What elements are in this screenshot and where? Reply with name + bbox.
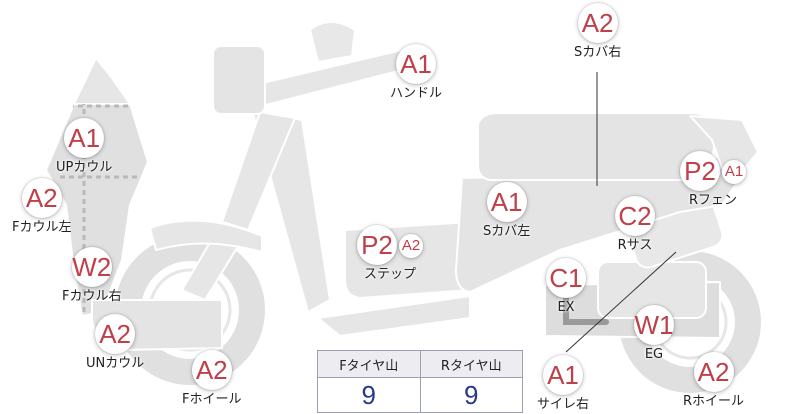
part-name: EG xyxy=(644,347,664,362)
grade-badge: A1 xyxy=(64,118,105,158)
label-up-cowl: A1 UPカウル xyxy=(56,118,112,174)
part-name: Rフェン xyxy=(688,193,738,208)
label-f-cowl-r: W2 Fカウル右 xyxy=(62,247,121,303)
label-r-sus: C2 Rサス xyxy=(615,196,655,252)
label-handle: A1 ハンドル xyxy=(390,44,442,100)
part-name: ステップ xyxy=(363,267,416,282)
grade-badge: C2 xyxy=(615,196,655,236)
grade-badge: W1 xyxy=(634,305,674,345)
front-tyre-value: 9 xyxy=(317,377,421,413)
grade-badge: C1 xyxy=(546,258,586,298)
part-name: UPカウル xyxy=(56,160,113,175)
part-name: Fホイール xyxy=(182,392,242,407)
headlight-box xyxy=(212,45,266,115)
part-name: Fカウル右 xyxy=(62,289,122,304)
front-cowl-top xyxy=(73,57,131,105)
grade-badge-secondary: A2 xyxy=(399,233,423,258)
grade-badge: A2 xyxy=(577,3,618,43)
label-f-wheel: A2 Fホイール xyxy=(182,350,241,406)
label-s-cover-l: A1 Sカバ左 xyxy=(483,182,530,238)
label-f-cowl-l: A2 Fカウル左 xyxy=(12,178,71,234)
grade-badge: P2 xyxy=(680,151,720,191)
front-tyre-header: Fタイヤ山 xyxy=(317,350,421,378)
part-name: Sカバ左 xyxy=(483,224,531,239)
lower-frame xyxy=(317,295,471,337)
part-name: Sカバ右 xyxy=(574,45,622,60)
part-name: ハンドル xyxy=(390,86,443,101)
grade-badge: A2 xyxy=(191,350,232,390)
part-name: Rサス xyxy=(617,238,653,253)
part-name: サイレ右 xyxy=(537,397,590,412)
part-name: EX xyxy=(557,300,575,315)
grade-badge: A2 xyxy=(693,352,734,392)
grade-badge: A2 xyxy=(21,178,62,218)
label-un-cowl: A2 UNカウル xyxy=(86,314,144,370)
grade-badge-secondary: A1 xyxy=(722,159,746,184)
label-silencer-r: A1 サイレ右 xyxy=(537,355,589,411)
rear-tyre-value: 9 xyxy=(419,377,523,413)
label-eg: W1 EG xyxy=(634,305,674,361)
label-s-cover-r: A2 Sカバ右 xyxy=(574,3,621,59)
grade-badge: A1 xyxy=(396,44,436,84)
grade-badge: A1 xyxy=(543,355,583,395)
part-name: UNカウル xyxy=(86,356,145,371)
grade-badge: A1 xyxy=(486,182,527,222)
tyre-tread-table: Fタイヤ山 Rタイヤ山 9 9 xyxy=(317,350,523,413)
windshield xyxy=(309,21,356,63)
leader-silencer xyxy=(565,251,677,353)
exhaust-pipe xyxy=(563,287,609,325)
grade-badge: A2 xyxy=(95,314,136,354)
rear-tyre-header: Rタイヤ山 xyxy=(419,350,523,378)
front-fender xyxy=(149,219,263,253)
grade-badge: P2 xyxy=(357,225,397,265)
label-r-wheel: A2 Rホイール xyxy=(683,352,744,408)
grade-badge: W2 xyxy=(71,247,112,287)
label-ex: C1 EX xyxy=(546,258,586,314)
part-name: Rホイール xyxy=(683,394,745,409)
part-name: Fカウル左 xyxy=(12,220,72,235)
